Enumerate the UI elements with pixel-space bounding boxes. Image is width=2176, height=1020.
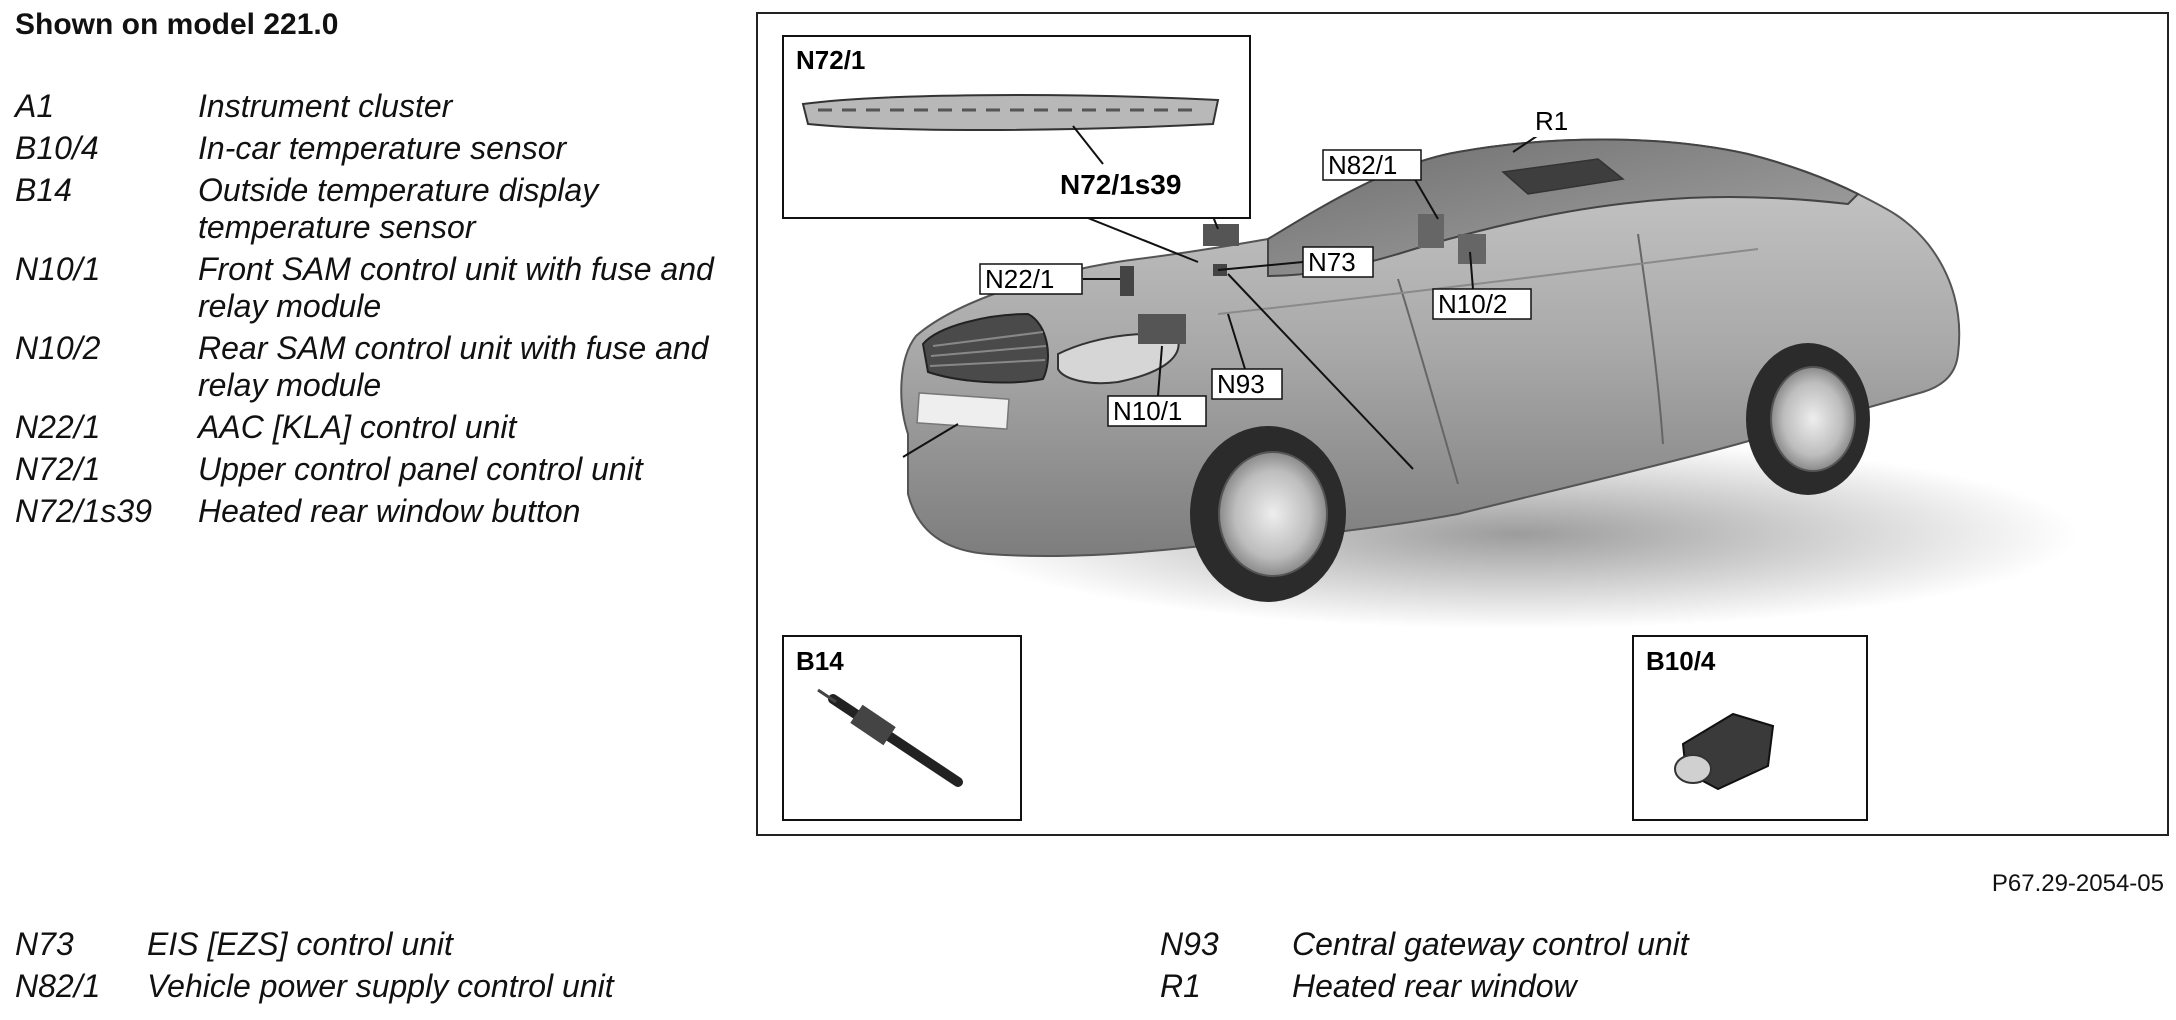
legend-item: N93 Central gateway control unit (1160, 926, 1689, 963)
outside-temp-sensor-image (817, 688, 963, 787)
callout-n22-1: N22/1 (979, 263, 1083, 295)
legend-desc: Heated rear window button (198, 493, 581, 529)
callout-n73-label: N73 (1308, 247, 1356, 277)
callout-r1-label: R1 (1535, 106, 1568, 136)
legend-desc: Central gateway control unit (1292, 926, 1689, 962)
legend-left: A1 Instrument cluster B10/4 In-car tempe… (15, 88, 715, 535)
legend-code: N82/1 (15, 968, 101, 1004)
legend-item: N10/2 Rear SAM control unit with fuse an… (15, 330, 715, 404)
n82-1-component (1418, 214, 1444, 248)
legend-desc: Heated rear window (1292, 968, 1577, 1004)
a1-component (1203, 224, 1239, 246)
callout-n93: N93 (1211, 368, 1283, 400)
callout-n82-1-label: N82/1 (1328, 150, 1397, 180)
callout-n82-1: N82/1 (1322, 149, 1422, 181)
legend-desc: Outside temperature display temperature … (198, 172, 599, 245)
legend-desc: Instrument cluster (198, 88, 453, 124)
n10-2-component (1458, 234, 1486, 264)
legend-code: N10/1 (15, 251, 101, 287)
legend-bottom-right: N93 Central gateway control unit R1 Heat… (1160, 926, 1689, 1010)
figure-id: P67.29-2054-05 (1991, 870, 2164, 897)
inset-n72-1s39-label: N72/1s39 (1060, 169, 1181, 200)
inset-n72-1-title: N72/1 (796, 45, 865, 75)
callout-n10-1-label: N10/1 (1113, 396, 1182, 426)
legend-item: N72/1s39 Heated rear window button (15, 493, 715, 530)
legend-item: B10/4 In-car temperature sensor (15, 130, 715, 167)
callout-n93-label: N93 (1217, 369, 1265, 399)
component-location-figure: A1 R1 N82/1 N22/1 N73 N10/2 N93 N10/1 (756, 12, 2169, 836)
inset-b10-4: B10/4 (1632, 635, 1868, 821)
legend-code: B10/4 (15, 130, 99, 166)
page-title: Shown on model 221.0 (15, 8, 339, 41)
legend-code: N93 (1160, 926, 1219, 962)
inset-b10-4-title: B10/4 (1646, 646, 1716, 676)
callout-n10-2: N10/2 (1432, 288, 1532, 320)
legend-item: A1 Instrument cluster (15, 88, 715, 125)
legend-item: N73 EIS [EZS] control unit (15, 926, 614, 963)
inset-b14-title: B14 (796, 646, 844, 676)
legend-desc: Vehicle power supply control unit (147, 968, 614, 1004)
inset-b14: B14 (782, 635, 1022, 821)
legend-desc: EIS [EZS] control unit (147, 926, 453, 962)
inset-n72-1: N72/1 N72/1s39 (782, 35, 1251, 219)
car-diagram: A1 R1 N82/1 N22/1 N73 N10/2 N93 N10/1 (782, 35, 2078, 821)
legend-desc: AAC [KLA] control unit (198, 409, 517, 445)
callout-n10-1: N10/1 (1107, 395, 1207, 427)
legend-item: N22/1 AAC [KLA] control unit (15, 409, 715, 446)
callout-n10-2-label: N10/2 (1438, 289, 1507, 319)
legend-desc: Rear SAM control unit with fuse and rela… (198, 330, 709, 403)
callout-n73: N73 (1302, 246, 1374, 278)
in-car-temp-sensor-image (1674, 712, 1775, 791)
legend-code: N10/2 (15, 330, 101, 366)
legend-item: N82/1 Vehicle power supply control unit (15, 968, 614, 1005)
legend-desc: In-car temperature sensor (198, 130, 567, 166)
legend-code: N22/1 (15, 409, 101, 445)
n22-1-component (1120, 266, 1134, 296)
legend-item: B14 Outside temperature display temperat… (15, 172, 715, 246)
legend-code: N73 (15, 926, 74, 962)
callout-n22-1-label: N22/1 (985, 264, 1054, 294)
legend-item: R1 Heated rear window (1160, 968, 1689, 1005)
legend-code: A1 (15, 88, 55, 124)
n10-1-component (1138, 314, 1186, 344)
legend-item: N72/1 Upper control panel control unit (15, 451, 715, 488)
legend-bottom-left: N73 EIS [EZS] control unit N82/1 Vehicle… (15, 926, 614, 1010)
legend-item: N10/1 Front SAM control unit with fuse a… (15, 251, 715, 325)
legend-code: R1 (1160, 968, 1201, 1004)
control-panel-strip (801, 94, 1220, 131)
rear-wheel (1746, 343, 1870, 495)
legend-code: N72/1 (15, 451, 101, 487)
front-wheel (1190, 426, 1346, 602)
callout-r1: R1 (1530, 106, 1578, 137)
legend-desc: Front SAM control unit with fuse and rel… (198, 251, 714, 324)
legend-code: N72/1s39 (15, 493, 152, 529)
legend-desc: Upper control panel control unit (198, 451, 643, 487)
legend-code: B14 (15, 172, 72, 208)
